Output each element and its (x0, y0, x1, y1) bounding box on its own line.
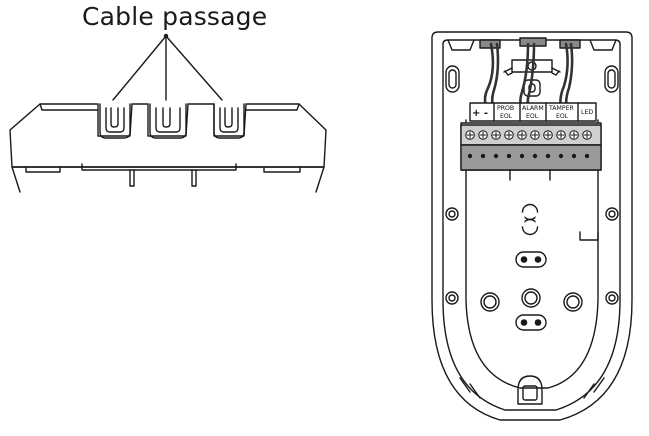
cable-passage-housing (9, 33, 327, 193)
bottom-cable-entry (459, 375, 605, 405)
housing-outer-shell (431, 31, 633, 421)
rear-housing (431, 31, 633, 421)
label-alarm-eol: EOL (526, 113, 539, 120)
label-led: LED (581, 109, 593, 116)
cable-passage-slot-1 (99, 103, 131, 139)
terminal-wire-hole (519, 153, 525, 159)
terminal-screws (465, 130, 592, 159)
cable-passage-slot-2 (149, 103, 187, 139)
label-prob: PROB (497, 105, 514, 112)
terminal-screw-slot (531, 131, 539, 139)
terminal-wire-hole (532, 153, 538, 159)
cable-passage-slot-3 (213, 103, 245, 139)
label-tamper-eol: EOL (556, 113, 569, 120)
label-power: + - (472, 108, 488, 119)
label-tamper: TAMPER (548, 105, 575, 112)
terminal-wire-hole (493, 153, 499, 159)
terminal-screw-slot (557, 131, 565, 139)
terminal-screw-slot (544, 131, 552, 139)
terminal-wire-hole (480, 153, 486, 159)
mounting-slot-upper-left (445, 65, 460, 93)
terminal-wire-hole (558, 153, 564, 159)
knockout-right (563, 292, 583, 312)
cables (483, 42, 574, 114)
center-slot-lower (515, 314, 547, 331)
terminal-wire-hole (506, 153, 512, 159)
terminal-wire-hole (467, 153, 473, 159)
knockout-left (480, 292, 500, 312)
housing-body (9, 103, 327, 168)
mounting-slot-upper-right (604, 65, 619, 93)
terminal-labels: + - PROB EOL ALARM EOL TAMPER EOL LED (472, 105, 593, 120)
mounting-hole-mid-right (605, 207, 619, 221)
terminal-block (460, 122, 602, 181)
terminal-wire-hole (545, 153, 551, 159)
terminal-screw-slot (466, 131, 474, 139)
terminal-screw-slot (505, 131, 513, 139)
terminal-screw-slot (492, 131, 500, 139)
cable-passage-label: Cable passage (82, 2, 268, 31)
center-slot-upper (515, 251, 547, 268)
pointer-line-left (112, 35, 167, 101)
mounting-hole-mid-left (445, 207, 459, 221)
terminal-label-strip (469, 102, 597, 122)
pointer-line-right (165, 35, 223, 101)
keyhole-mount (521, 203, 539, 236)
terminal-screw-slot (479, 131, 487, 139)
terminal-screw-slot (518, 131, 526, 139)
label-prob-eol: EOL (500, 113, 513, 120)
terminal-wire-hole (571, 153, 577, 159)
mounting-hole-low-right (605, 291, 619, 305)
terminal-wire-hole (584, 153, 590, 159)
knockout-center (521, 288, 541, 308)
label-alarm: ALARM (522, 105, 544, 112)
mounting-hole-low-left (445, 291, 459, 305)
terminal-screw-slot (583, 131, 591, 139)
tamper-bracket (579, 231, 599, 241)
terminal-screw-slot (570, 131, 578, 139)
